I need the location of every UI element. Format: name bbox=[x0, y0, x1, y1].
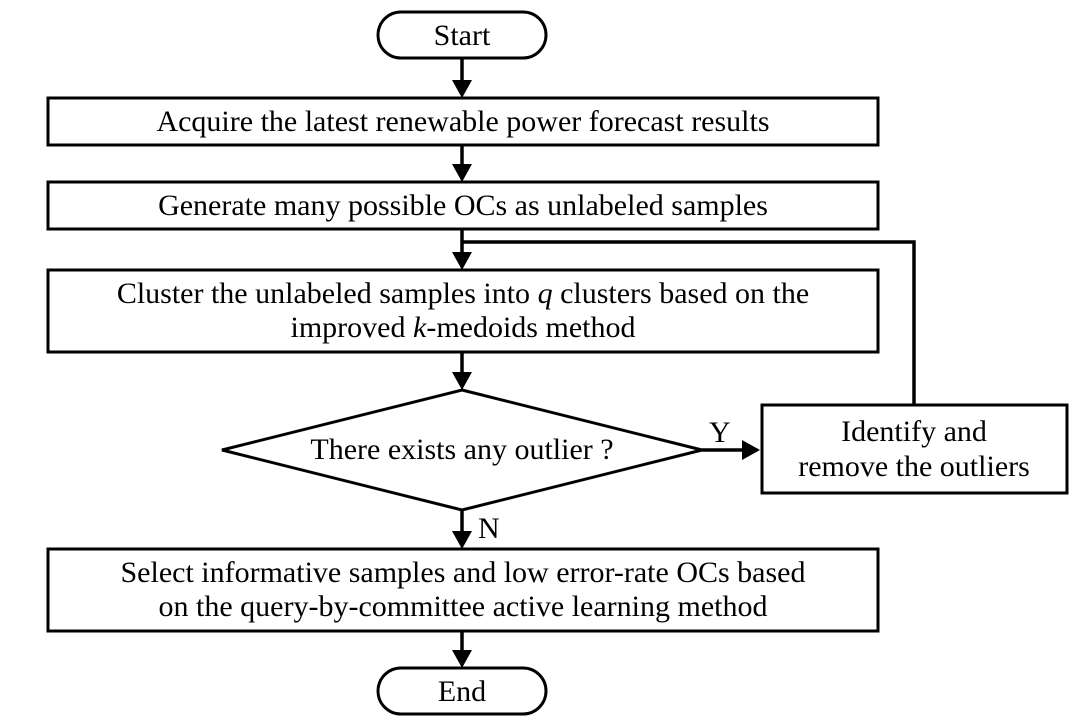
arrow-generate-to-cluster bbox=[452, 229, 472, 270]
cluster-box: Cluster the unlabeled samples into q clu… bbox=[46, 268, 880, 354]
arrow-no-to-select bbox=[452, 510, 472, 549]
loop-back-line bbox=[462, 240, 916, 405]
arrow-start-to-acquire bbox=[452, 58, 472, 98]
select-samples-line2: on the query-by-committee active learnin… bbox=[159, 590, 768, 623]
generate-ocs-box: Generate many possible OCs as unlabeled … bbox=[46, 180, 880, 231]
arrow-cluster-to-decision bbox=[452, 352, 472, 390]
arrow-yes-to-remove bbox=[702, 440, 760, 460]
acquire-forecast-label: Acquire the latest renewable power forec… bbox=[156, 105, 769, 138]
cluster-label-line1: Cluster the unlabeled samples into q clu… bbox=[117, 277, 809, 310]
end-label: End bbox=[438, 675, 486, 708]
select-samples-line1: Select informative samples and low error… bbox=[120, 556, 805, 589]
arrow-acquire-to-generate bbox=[452, 145, 472, 182]
start-node: Start bbox=[376, 10, 548, 60]
no-branch-label: N bbox=[478, 512, 500, 545]
outlier-decision-node: There exists any outlier ? bbox=[221, 388, 703, 512]
end-node: End bbox=[376, 666, 548, 716]
generate-ocs-label: Generate many possible OCs as unlabeled … bbox=[158, 189, 768, 222]
start-label: Start bbox=[434, 19, 491, 52]
outlier-decision-label: There exists any outlier ? bbox=[310, 433, 613, 466]
select-samples-box: Select informative samples and low error… bbox=[46, 547, 880, 633]
acquire-forecast-box: Acquire the latest renewable power forec… bbox=[46, 96, 880, 147]
remove-outliers-line1: Identify and bbox=[841, 415, 987, 448]
cluster-label-line2: improved k-medoids method bbox=[291, 311, 636, 344]
arrow-select-to-end bbox=[452, 631, 472, 668]
remove-outliers-box: Identify and remove the outliers bbox=[760, 403, 1069, 495]
remove-outliers-line2: remove the outliers bbox=[798, 450, 1030, 483]
yes-branch-label: Y bbox=[709, 416, 731, 449]
